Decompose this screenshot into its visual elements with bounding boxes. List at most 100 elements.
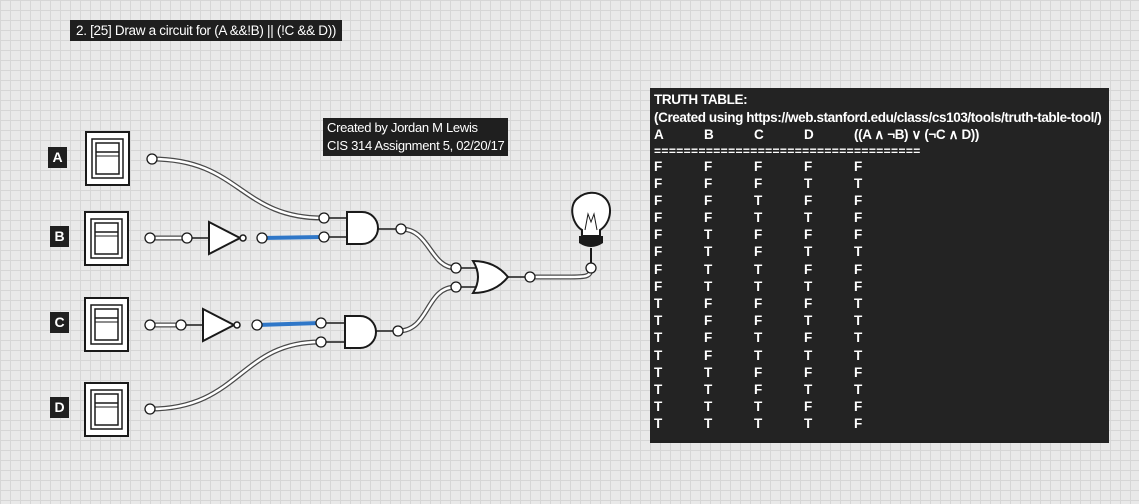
table-cell: T	[654, 399, 662, 415]
and-gate-2[interactable]	[344, 315, 377, 349]
switch-c[interactable]	[84, 297, 129, 352]
not-gate-2[interactable]	[202, 307, 241, 343]
table-cell: F	[654, 175, 662, 191]
table-cell: T	[754, 192, 762, 208]
truth-table-source: (Created using https://web.stanford.edu/…	[654, 109, 1102, 125]
table-cell: F	[704, 158, 712, 174]
table-cell: F	[754, 296, 762, 311]
table-cell: T	[704, 261, 712, 277]
table-cell: F	[654, 158, 662, 174]
table-cell: T	[704, 244, 712, 260]
switch-label-c: C	[50, 312, 69, 333]
table-cell: F	[854, 210, 862, 226]
table-cell: T	[854, 175, 862, 191]
table-cell: F	[754, 175, 762, 191]
table-cell: F	[854, 227, 862, 243]
table-cell: F	[654, 244, 662, 260]
table-cell: T	[704, 278, 712, 294]
table-cell: T	[654, 347, 662, 363]
truth-table-title: TRUTH TABLE:	[654, 92, 748, 107]
and-gate-1[interactable]	[346, 211, 379, 245]
table-cell: F	[704, 210, 712, 226]
table-cell: F	[854, 278, 862, 294]
table-cell: F	[654, 227, 662, 243]
credit-author: Created by Jordan M Lewis	[327, 120, 478, 135]
table-cell: T	[854, 381, 862, 397]
table-cell: F	[754, 381, 762, 397]
table-cell: T	[654, 330, 662, 346]
table-cell: F	[654, 278, 662, 294]
table-cell: F	[654, 261, 662, 277]
table-cell: T	[704, 399, 712, 415]
table-cell: T	[754, 278, 762, 294]
table-cell: T	[804, 416, 812, 432]
switch-label-b: B	[50, 226, 69, 247]
table-cell: F	[854, 158, 862, 174]
table-cell: T	[754, 416, 762, 432]
table-cell: T	[804, 347, 812, 363]
header-d: D	[804, 127, 814, 142]
table-cell: F	[754, 244, 762, 260]
switch-label-a: A	[48, 147, 67, 168]
header-b: B	[704, 127, 714, 142]
table-cell: T	[654, 364, 662, 380]
table-cell: F	[754, 158, 762, 174]
table-cell: F	[804, 330, 812, 346]
table-cell: F	[754, 227, 762, 243]
table-cell: T	[854, 244, 862, 260]
table-cell: F	[704, 313, 712, 329]
not-gate-1[interactable]	[208, 220, 247, 256]
table-cell: F	[654, 192, 662, 208]
table-cell: T	[804, 244, 812, 260]
table-cell: F	[754, 364, 762, 380]
table-cell: T	[704, 416, 712, 432]
credit-label: Created by Jordan M Lewis CIS 314 Assign…	[323, 118, 509, 156]
table-cell: T	[804, 175, 812, 191]
table-cell: F	[854, 399, 862, 415]
table-cell: T	[754, 347, 762, 363]
table-cell: T	[854, 296, 862, 311]
table-cell: F	[654, 210, 662, 226]
switch-label-d: D	[50, 397, 69, 418]
switch-d[interactable]	[84, 382, 129, 437]
table-cell: F	[804, 158, 812, 174]
table-cell: T	[754, 210, 762, 226]
table-cell: T	[854, 330, 862, 346]
table-cell: F	[754, 313, 762, 329]
table-cell: F	[704, 347, 712, 363]
table-cell: F	[854, 416, 862, 432]
switch-b[interactable]	[84, 211, 129, 266]
table-cell: T	[754, 399, 762, 415]
table-cell: T	[804, 381, 812, 397]
table-cell: T	[704, 364, 712, 380]
truth-table-separator: ====================================	[654, 143, 921, 158]
table-cell: F	[704, 192, 712, 208]
or-gate[interactable]	[471, 259, 510, 295]
truth-table-header: A B C D ((A ∧ ¬B) ∨ (¬C ∧ D))	[654, 126, 1105, 144]
switch-a[interactable]	[85, 131, 130, 186]
table-cell: T	[854, 347, 862, 363]
truth-table: TRUTH TABLE: (Created using https://web.…	[650, 88, 1109, 443]
table-cell: T	[854, 313, 862, 329]
header-expression: ((A ∧ ¬B) ∨ (¬C ∧ D))	[854, 127, 979, 142]
table-cell: T	[804, 313, 812, 329]
problem-title: 2. [25] Draw a circuit for (A &&!B) || (…	[70, 20, 343, 41]
table-cell: T	[804, 210, 812, 226]
table-cell: T	[654, 296, 662, 311]
light-bulb-icon[interactable]	[571, 191, 612, 263]
table-cell: F	[854, 364, 862, 380]
table-cell: F	[854, 192, 862, 208]
